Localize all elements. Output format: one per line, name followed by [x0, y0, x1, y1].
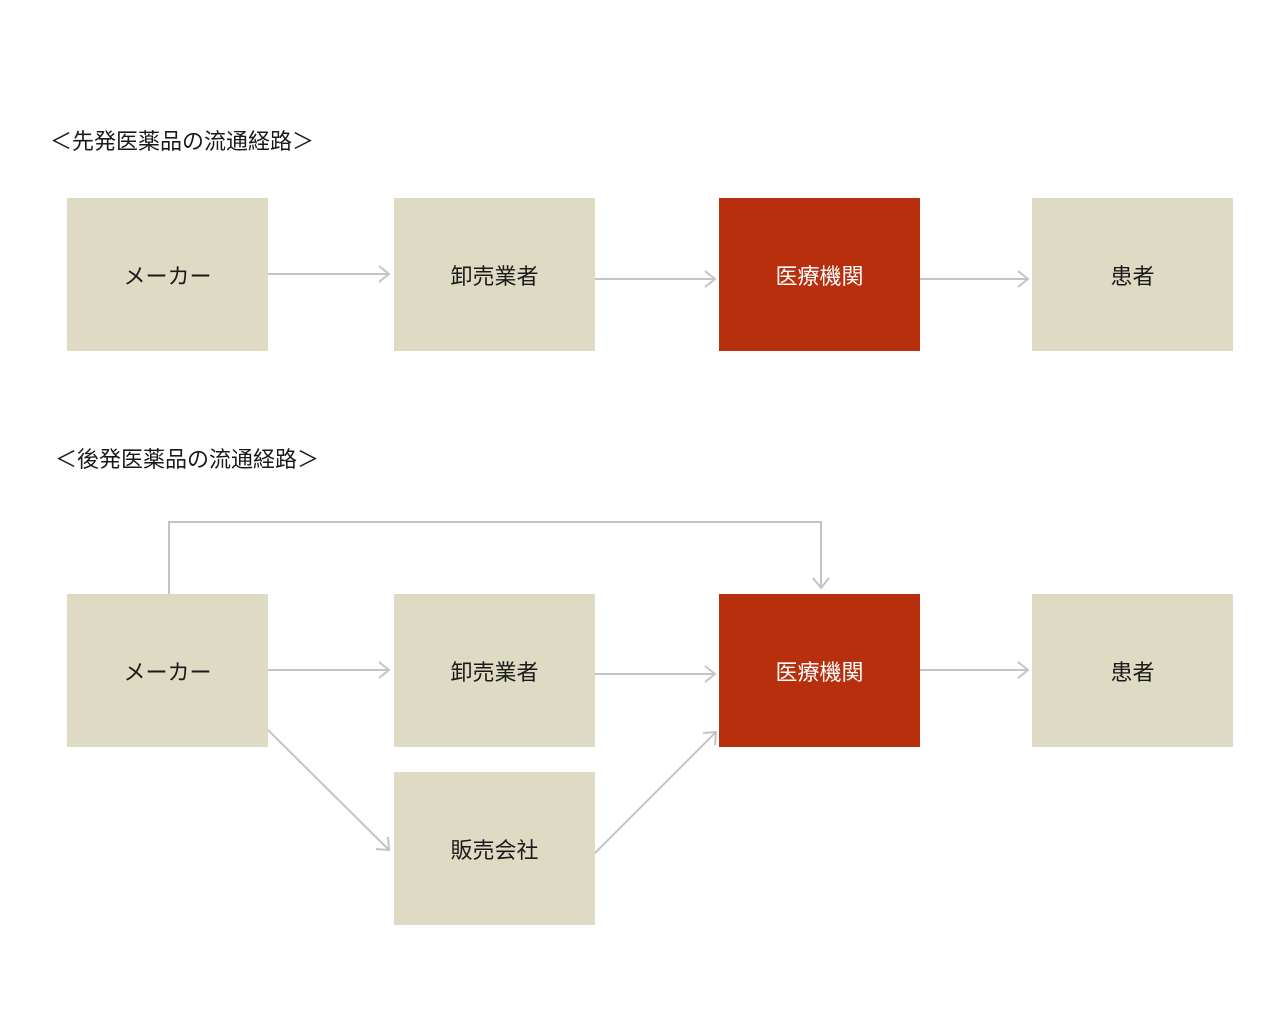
diagram-1-title: ＜先発医薬品の流通経路＞ — [50, 130, 315, 155]
d1-node-patient: 患者 — [1032, 198, 1233, 351]
d2-node-medical-label: 医療機関 — [775, 660, 864, 686]
d2-node-wholesaler: 卸売業者 — [394, 594, 595, 747]
d1-node-medical-label: 医療機関 — [775, 264, 864, 290]
d1-arrow-medical-patient — [920, 270, 1030, 288]
d2-node-maker: メーカー — [67, 594, 268, 747]
d1-node-wholesaler-label: 卸売業者 — [450, 264, 539, 290]
d2-arrow-sales-company-medical — [594, 730, 718, 854]
d2-arrow-wholesaler-medical — [595, 665, 717, 683]
d1-arrow-maker-wholesaler — [268, 265, 391, 283]
d2-node-sales-company: 販売会社 — [394, 772, 595, 925]
d1-node-wholesaler: 卸売業者 — [394, 198, 595, 351]
d2-node-patient-label: 患者 — [1110, 660, 1155, 686]
d2-arrow-maker-medical — [168, 521, 830, 594]
d2-node-wholesaler-label: 卸売業者 — [450, 660, 539, 686]
d1-arrow-wholesaler-medical — [595, 270, 717, 288]
d2-node-patient: 患者 — [1032, 594, 1233, 747]
d2-node-sales-company-label: 販売会社 — [450, 838, 539, 864]
d2-arrow-maker-wholesaler — [268, 661, 391, 679]
d1-node-maker: メーカー — [67, 198, 268, 351]
d2-arrow-medical-patient — [920, 661, 1030, 679]
d1-node-medical: 医療機関 — [719, 198, 920, 351]
diagram-2-title: ＜後発医薬品の流通経路＞ — [55, 448, 320, 473]
d1-node-patient-label: 患者 — [1110, 264, 1155, 290]
d1-node-maker-label: メーカー — [123, 264, 212, 290]
d2-arrow-maker-sales-company — [267, 729, 391, 852]
d2-node-maker-label: メーカー — [123, 660, 212, 686]
d2-node-medical: 医療機関 — [719, 594, 920, 747]
